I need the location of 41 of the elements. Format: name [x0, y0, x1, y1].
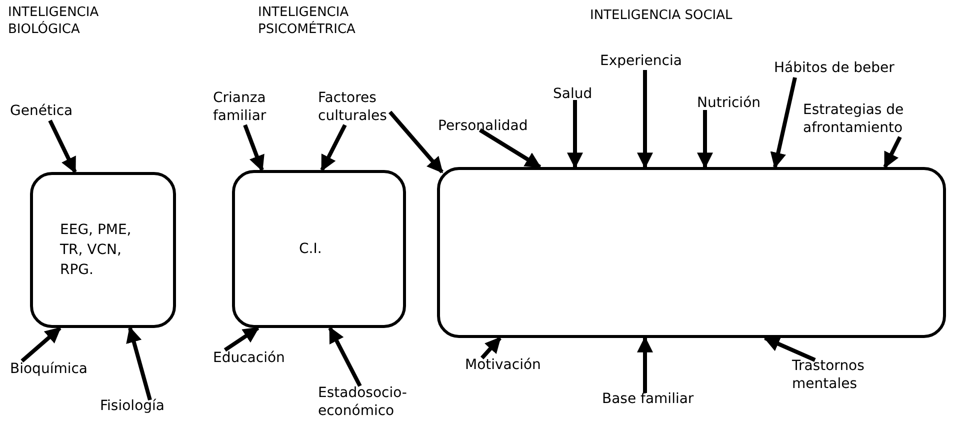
arrow	[243, 124, 264, 172]
arrow	[20, 326, 62, 363]
arrow	[697, 110, 713, 169]
arrow	[48, 120, 77, 174]
arrow	[637, 336, 653, 393]
box-text: EEG, PME, TR, VCN, RPG.	[60, 220, 132, 280]
factor-label: Crianza familiar	[213, 90, 293, 125]
factor-label: Base familiar	[602, 391, 694, 408]
arrow	[567, 100, 583, 169]
column-heading: INTELIGENCIA SOCIAL	[590, 8, 734, 25]
arrow	[770, 77, 797, 169]
factor-label: Motivación	[465, 357, 541, 374]
arrow	[126, 326, 152, 401]
arrow	[637, 70, 653, 169]
rounded-box	[30, 172, 176, 328]
column-heading: INTELIGENCIA PSICOMÉTRICA	[258, 5, 356, 39]
arrow	[320, 124, 347, 172]
arrow	[478, 128, 542, 169]
factor-label: Estadosocio-económico	[318, 385, 426, 420]
rounded-box	[437, 167, 946, 338]
factor-label: Nutrición	[697, 95, 761, 112]
factor-label: Genética	[10, 103, 73, 120]
arrow	[883, 136, 902, 168]
factor-label: Experiencia	[600, 53, 682, 70]
rounded-box	[232, 170, 406, 328]
factor-label: Fisiología	[100, 398, 164, 416]
factor-label: Personalidad	[438, 118, 528, 136]
arrow	[224, 326, 260, 352]
arrow	[480, 336, 502, 360]
box-text: C.I.	[299, 240, 323, 259]
factor-label: Salud	[553, 86, 592, 104]
factor-label: Factores culturales	[318, 90, 413, 125]
factor-label: Estrategias de afrontamiento	[803, 102, 953, 137]
arrow	[388, 110, 444, 174]
arrow	[328, 326, 362, 387]
factor-label: Bioquímica	[10, 361, 88, 378]
factor-label: Hábitos de beber	[774, 60, 894, 78]
factor-label: Trastornos mentales	[792, 358, 902, 393]
column-heading: INTELIGENCIA BIOLÓGICA	[8, 5, 100, 39]
arrow	[764, 336, 816, 362]
factor-label: Educación	[213, 350, 285, 368]
